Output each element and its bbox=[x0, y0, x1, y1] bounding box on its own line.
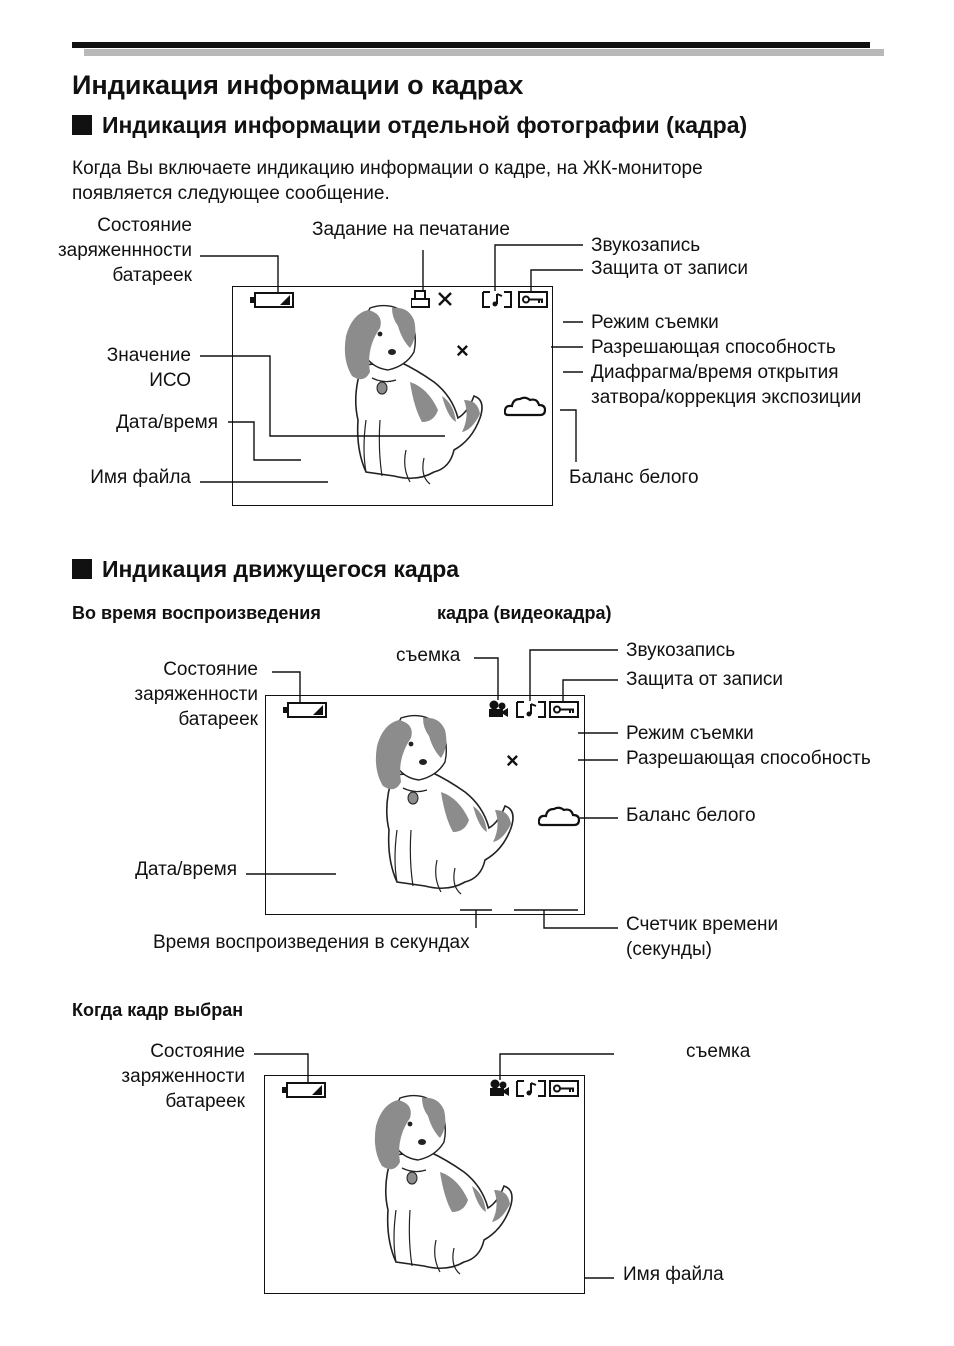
protect-key-icon bbox=[518, 291, 548, 308]
label-sound-2: Звукозапись bbox=[626, 640, 736, 661]
intro-paragraph: Когда Вы включаете индикацию информации … bbox=[72, 156, 872, 206]
label-mode-1: Режим съемки bbox=[591, 312, 719, 333]
intro-line-2: появляется следующее сообщение. bbox=[72, 183, 390, 204]
sound-icon bbox=[482, 291, 512, 308]
label-line: батареек bbox=[112, 265, 192, 286]
label-line: заряженности bbox=[121, 1066, 245, 1087]
label-filename-1: Имя файла bbox=[90, 467, 191, 488]
dog-illustration bbox=[344, 304, 483, 485]
label-counter: Счетчик времени (секунды) bbox=[626, 912, 778, 962]
label-line: затвора/коррекция экспозиции bbox=[591, 387, 862, 408]
battery-icon bbox=[283, 702, 327, 718]
playback-heading-right: кадра (видеокадра) bbox=[437, 603, 612, 623]
movie-camera-icon bbox=[489, 700, 508, 717]
label-line: Состояние bbox=[150, 1041, 245, 1062]
label-line: (секунды) bbox=[626, 939, 712, 960]
protect-key-icon bbox=[549, 1080, 579, 1097]
label-line: Диафрагма/время открытия bbox=[591, 362, 839, 383]
top-rule-shadow bbox=[84, 49, 884, 56]
label-line: Состояние bbox=[97, 215, 192, 236]
label-mode-2: Режим съемки bbox=[626, 723, 754, 744]
battery-icon bbox=[282, 1082, 326, 1098]
label-play-time: Время воспроизведения в секундах bbox=[153, 932, 470, 953]
label-aperture: Диафрагма/время открытия затвора/коррекц… bbox=[591, 360, 861, 410]
label-line: батареек bbox=[178, 709, 258, 730]
label-filename-3: Имя файла bbox=[623, 1264, 724, 1285]
label-resolution-2: Разрешающая способность bbox=[626, 748, 871, 769]
section2-heading: Индикация движущегося кадра bbox=[72, 556, 459, 583]
label-battery-1: Состояние заряженнности батареек bbox=[0, 213, 192, 288]
label-white-balance-2: Баланс белого bbox=[626, 805, 756, 826]
label-resolution-1: Разрешающая способность bbox=[591, 337, 836, 358]
cloud-icon bbox=[504, 396, 546, 417]
label-sound-1: Звукозапись bbox=[591, 235, 701, 256]
label-line: Счетчик времени bbox=[626, 914, 779, 935]
label-white-balance-1: Баланс белого bbox=[569, 467, 699, 488]
top-rule bbox=[72, 42, 870, 48]
section1-heading: Индикация информации отдельной фотографи… bbox=[72, 112, 747, 139]
sound-icon bbox=[516, 1080, 546, 1097]
battery-icon bbox=[250, 292, 294, 308]
label-line: заряженности bbox=[134, 684, 258, 705]
label-iso: Значение ИСО bbox=[0, 343, 191, 393]
cross-mark: × bbox=[456, 338, 469, 363]
label-battery-3: Состояние заряженности батареек bbox=[0, 1039, 245, 1114]
playback-heading-left: Во время воспроизведения bbox=[72, 603, 321, 623]
selected-heading: Когда кадр выбран bbox=[72, 1000, 244, 1020]
sound-icon bbox=[516, 701, 546, 718]
label-battery-2: Состояние заряженности батареек bbox=[0, 657, 258, 732]
label-shooting-2: съемка bbox=[396, 645, 461, 666]
dog-illustration bbox=[374, 1094, 513, 1275]
label-line: батареек bbox=[165, 1091, 245, 1112]
protect-key-icon bbox=[549, 701, 579, 718]
section1-heading-text: Индикация информации отдельной фотографи… bbox=[102, 112, 748, 138]
label-datetime-1: Дата/время bbox=[116, 412, 218, 433]
dog-illustration bbox=[375, 714, 514, 895]
square-bullet-icon bbox=[72, 115, 92, 135]
intro-line-1: Когда Вы включаете индикацию информации … bbox=[72, 158, 703, 179]
square-bullet-icon bbox=[72, 559, 92, 579]
cross-mark: × bbox=[506, 748, 519, 773]
label-shooting-3: съемка bbox=[686, 1041, 751, 1062]
movie-camera-icon bbox=[490, 1079, 509, 1096]
section2-heading-text: Индикация движущегося кадра bbox=[102, 556, 460, 582]
label-print-order: Задание на печатание bbox=[312, 219, 510, 240]
page-title: Индикация информации о кадрах bbox=[72, 70, 524, 100]
cloud-icon bbox=[538, 806, 580, 827]
label-line: заряженнности bbox=[57, 240, 192, 261]
label-line: Состояние bbox=[163, 659, 258, 680]
label-protect-1: Защита от записи bbox=[591, 258, 749, 279]
label-line: Значение bbox=[106, 345, 191, 366]
label-datetime-2: Дата/время bbox=[135, 859, 237, 880]
print-icon bbox=[411, 290, 452, 308]
label-protect-2: Защита от записи bbox=[626, 669, 784, 690]
label-line: ИСО bbox=[149, 370, 191, 391]
